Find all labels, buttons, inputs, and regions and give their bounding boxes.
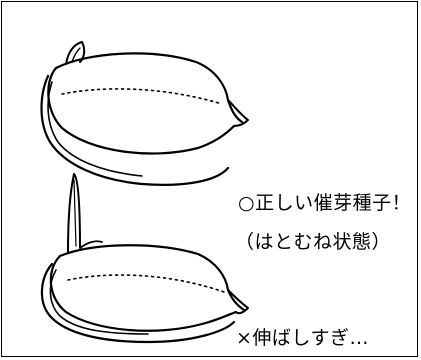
seed-illustrations <box>40 41 249 344</box>
bad-seed-side-root <box>79 240 103 249</box>
bad-seed-dotted-line <box>67 274 225 293</box>
good-seed-subcaption: （はとむね状態） <box>235 231 392 253</box>
good-seed-bud-detail <box>71 47 81 63</box>
good-seed-dotted-line <box>61 88 223 105</box>
bad-seed-body-bottom <box>49 254 238 332</box>
good-seed-tip <box>227 99 249 127</box>
bad-seed-long-sprout <box>67 173 81 253</box>
good-seed-body-bottom <box>47 66 236 155</box>
bad-seed-body-top <box>58 244 246 312</box>
bad-seed-tip <box>227 289 249 315</box>
good-seed-illustration <box>40 41 249 186</box>
bad-seed-sprout-vein <box>73 179 77 247</box>
good-seed-husk-outline <box>40 74 230 186</box>
bad-seed-caption: ×伸ばしすぎ… <box>236 327 370 349</box>
figure-frame: ○正しい催芽種子！ （はとむね状態） ×伸ばしすぎ… <box>1 1 418 357</box>
bad-seed-illustration <box>40 173 249 344</box>
bad-seed-husk-outline <box>40 262 236 344</box>
good-seed-body-top <box>54 52 244 124</box>
good-seed-caption: ○正しい催芽種子！ <box>238 192 412 214</box>
bad-seed-husk-inner-line <box>49 269 149 335</box>
good-seed-bud <box>65 41 86 65</box>
